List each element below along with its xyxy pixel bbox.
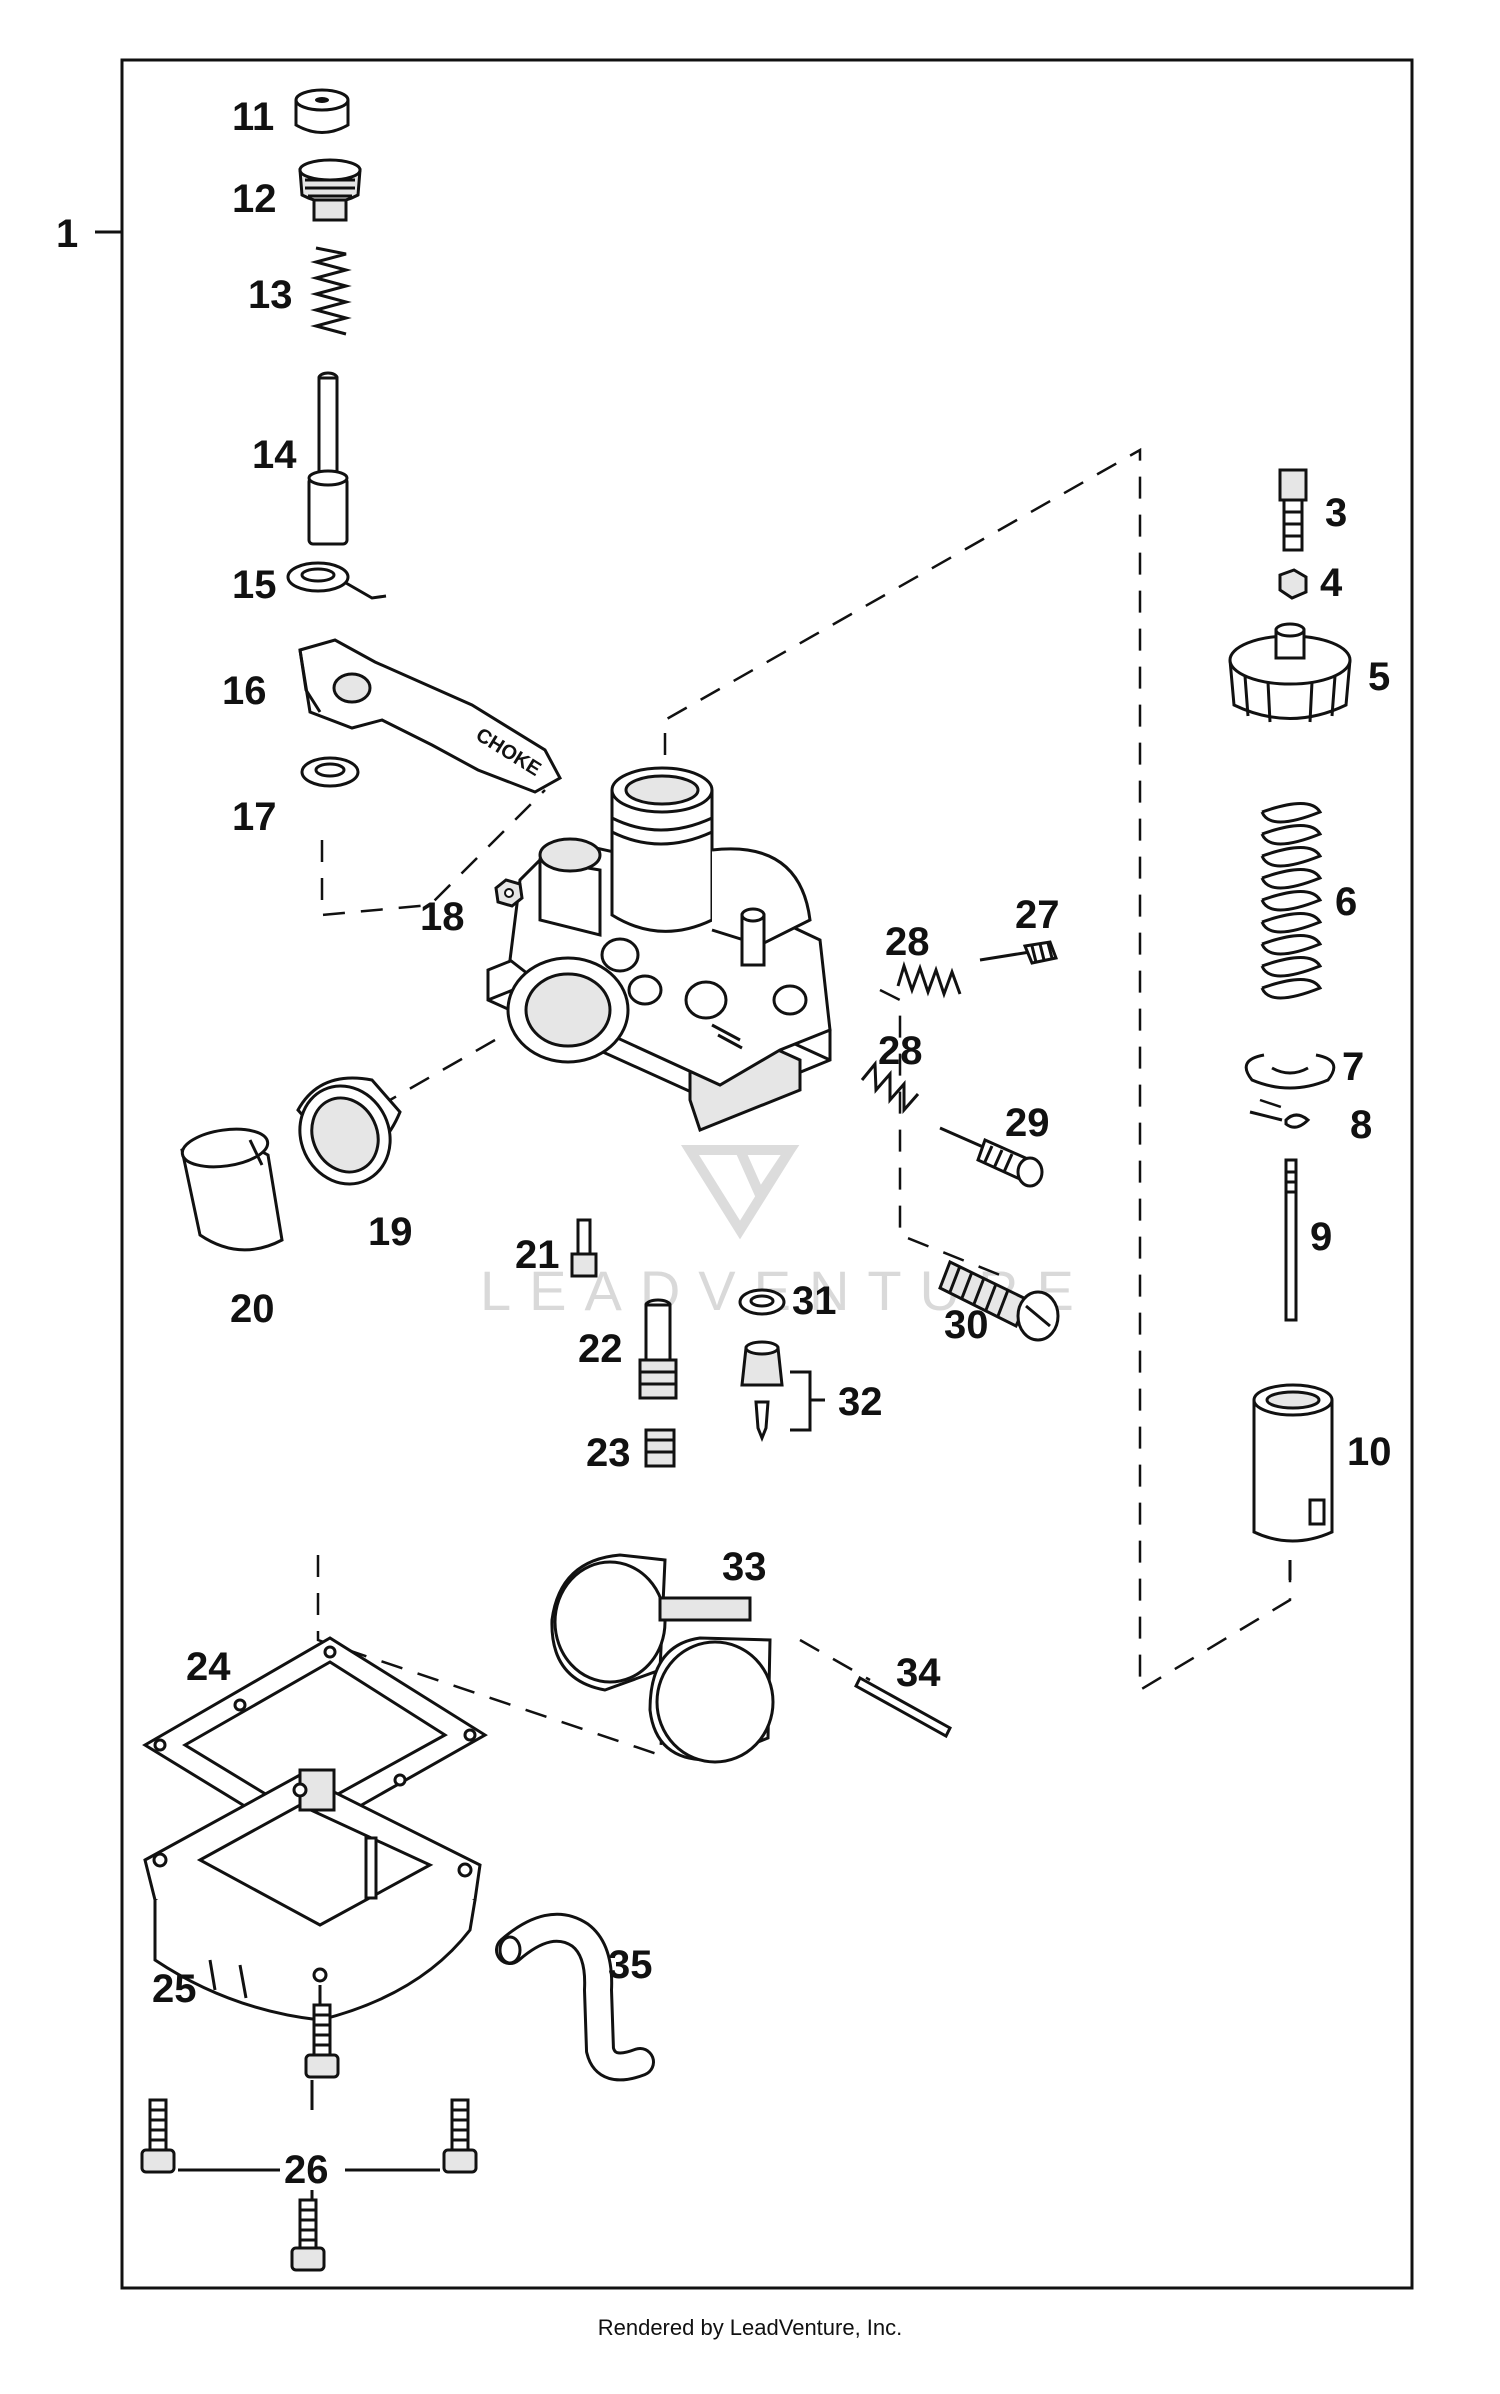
part-5-mixing-chamber-top xyxy=(1228,622,1352,723)
part-19-intake-rubber xyxy=(296,1076,402,1186)
part-32-needle-valve xyxy=(740,1340,825,1443)
label-9: 9 xyxy=(1310,1215,1332,1259)
footer-credit: Rendered by LeadVenture, Inc. xyxy=(598,2315,903,2340)
label-18: 18 xyxy=(420,895,465,939)
label-7: 7 xyxy=(1342,1045,1364,1089)
part-30-throttle-stop-screw xyxy=(938,1259,1060,1342)
part-23-main-jet xyxy=(644,1428,676,1468)
label-26: 26 xyxy=(284,2148,329,2192)
part-14-choke-plunger xyxy=(307,371,349,546)
label-5: 5 xyxy=(1368,655,1390,699)
part-33-float-assembly xyxy=(550,1553,775,1764)
label-22: 22 xyxy=(578,1327,623,1371)
label-35: 35 xyxy=(608,1943,653,1987)
part-28-spring-lower xyxy=(860,1059,920,1114)
part-29-air-screw xyxy=(939,1126,1044,1188)
part-27-screw xyxy=(979,940,1059,965)
label-20: 20 xyxy=(230,1287,275,1331)
label-6: 6 xyxy=(1335,880,1357,924)
label-28-lower: 28 xyxy=(878,1029,923,1073)
part-31-washer xyxy=(738,1288,786,1316)
bolt-bottom xyxy=(290,2198,326,2272)
part-12-threaded-plug xyxy=(298,158,362,222)
label-32: 32 xyxy=(838,1380,883,1424)
label-34: 34 xyxy=(896,1651,941,1695)
label-21: 21 xyxy=(515,1233,560,1277)
part-18-nut xyxy=(494,878,524,908)
label-12: 12 xyxy=(232,177,277,221)
bolt-top xyxy=(304,2003,340,2079)
label-19: 19 xyxy=(368,1210,413,1254)
label-33: 33 xyxy=(722,1545,767,1589)
part-20-hose-clamp xyxy=(180,1127,284,1252)
label-23: 23 xyxy=(586,1431,631,1475)
bolt-right xyxy=(442,2098,478,2174)
label-15: 15 xyxy=(232,563,277,607)
label-28-upper: 28 xyxy=(885,920,930,964)
label-1: 1 xyxy=(56,212,78,256)
part-35-overflow-hose xyxy=(495,1912,655,2082)
label-27: 27 xyxy=(1015,893,1060,937)
part-25-float-bowl xyxy=(143,1768,482,2022)
part-11-cap xyxy=(294,88,350,134)
bolt-left xyxy=(140,2098,176,2174)
part-8-e-clip xyxy=(1284,1113,1311,1129)
label-14: 14 xyxy=(252,433,297,477)
label-25: 25 xyxy=(152,1967,197,2011)
part-15-lock-washer xyxy=(286,561,387,600)
part-17-washer xyxy=(300,756,360,788)
watermark-logo-mark xyxy=(680,1145,800,1240)
label-4: 4 xyxy=(1320,561,1343,605)
label-30: 30 xyxy=(944,1303,989,1347)
part-34-float-pin xyxy=(854,1675,952,1739)
part-13-spring xyxy=(310,246,352,336)
label-24: 24 xyxy=(186,1645,231,1689)
label-3: 3 xyxy=(1325,491,1347,535)
part-26-bowl-screws xyxy=(140,2003,478,2272)
carburetor-body xyxy=(486,766,832,1132)
label-16: 16 xyxy=(222,669,267,713)
label-10: 10 xyxy=(1347,1430,1392,1474)
callout-labels: 1 3 4 5 6 7 8 9 10 11 12 13 14 15 16 17 … xyxy=(56,95,1392,2192)
diagram-frame xyxy=(120,58,1414,2290)
part-10-throttle-slide xyxy=(1252,1383,1334,1543)
part-16-choke-lever: CHOKE xyxy=(298,638,563,794)
label-17: 17 xyxy=(232,795,277,839)
part-7-retaining-clip xyxy=(1244,1053,1336,1090)
part-3-cable-adjuster xyxy=(1278,468,1308,552)
label-11: 11 xyxy=(232,95,274,139)
assembly-lines xyxy=(316,447,1292,1757)
part-6-throttle-spring xyxy=(1260,802,1323,1000)
label-8: 8 xyxy=(1350,1103,1372,1147)
label-13: 13 xyxy=(248,273,293,317)
leader-lines xyxy=(95,230,1292,1580)
part-28-spring-upper xyxy=(896,961,962,999)
part-22-needle-jet xyxy=(638,1298,678,1400)
part-21-pilot-jet xyxy=(570,1218,598,1278)
label-31: 31 xyxy=(792,1279,837,1323)
part-4-locknut xyxy=(1278,568,1308,600)
part-9-jet-needle xyxy=(1284,1158,1298,1322)
label-29: 29 xyxy=(1005,1101,1050,1145)
